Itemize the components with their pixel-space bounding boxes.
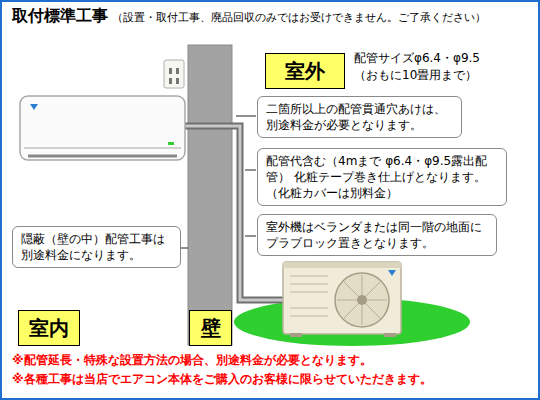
pipe-size-note: 配管サイズφ6.4・φ9.5 （おもに10畳用まで） (354, 50, 488, 84)
callout-text: 室外機はベランダまたは同一階の地面に プラブロック置きとなります。 (266, 219, 488, 251)
callout-box: 隠蔽（壁の中）配管工事は 別途料金になります。 (12, 226, 181, 268)
outlet (164, 60, 184, 88)
callout-box: 二箇所以上の配管貫通穴あけは、 別途料金が必要となります。 (257, 96, 462, 138)
title: 取付標準工事 (12, 6, 108, 27)
header: 取付標準工事 （設置・取付工事、廃品回収のみではお受けできません。ご了承ください） (12, 6, 486, 27)
area-label-box: 室内 (18, 310, 80, 346)
area-label-box: 壁 (189, 310, 232, 346)
callout-box: 配管代含む（4mまで φ6.4・φ9.5露出配管） 化粧テープ巻き仕上げとなりま… (257, 148, 507, 206)
area-label: 室内 (29, 315, 69, 342)
wall-band (188, 45, 232, 345)
callout-box: 室外機はベランダまたは同一階の地面に プラブロック置きとなります。 (257, 214, 497, 256)
leader-lines (181, 116, 256, 248)
callout-text: 隠蔽（壁の中）配管工事は 別途料金になります。 (21, 231, 172, 263)
footnote: ※各種工事は当店でエアコン本体をご購入のお客様に限らせていただきます。 (12, 371, 432, 387)
area-label: 室外 (285, 58, 325, 85)
title-note: （設置・取付工事、廃品回収のみではお受けできません。ご了承ください） (112, 10, 486, 25)
area-label-box: 室外 (265, 53, 345, 89)
area-label: 壁 (201, 315, 221, 342)
callout-text: 配管代含む（4mまで φ6.4・φ9.5露出配管） 化粧テープ巻き仕上げとなりま… (266, 153, 498, 201)
callout-text: 二箇所以上の配管貫通穴あけは、 別途料金が必要となります。 (266, 101, 453, 133)
footnote: ※配管延長・特殊な設置方法の場合、別途料金が必要となります。 (12, 352, 372, 368)
outdoor-unit (283, 262, 401, 337)
indoor-unit (20, 96, 185, 160)
